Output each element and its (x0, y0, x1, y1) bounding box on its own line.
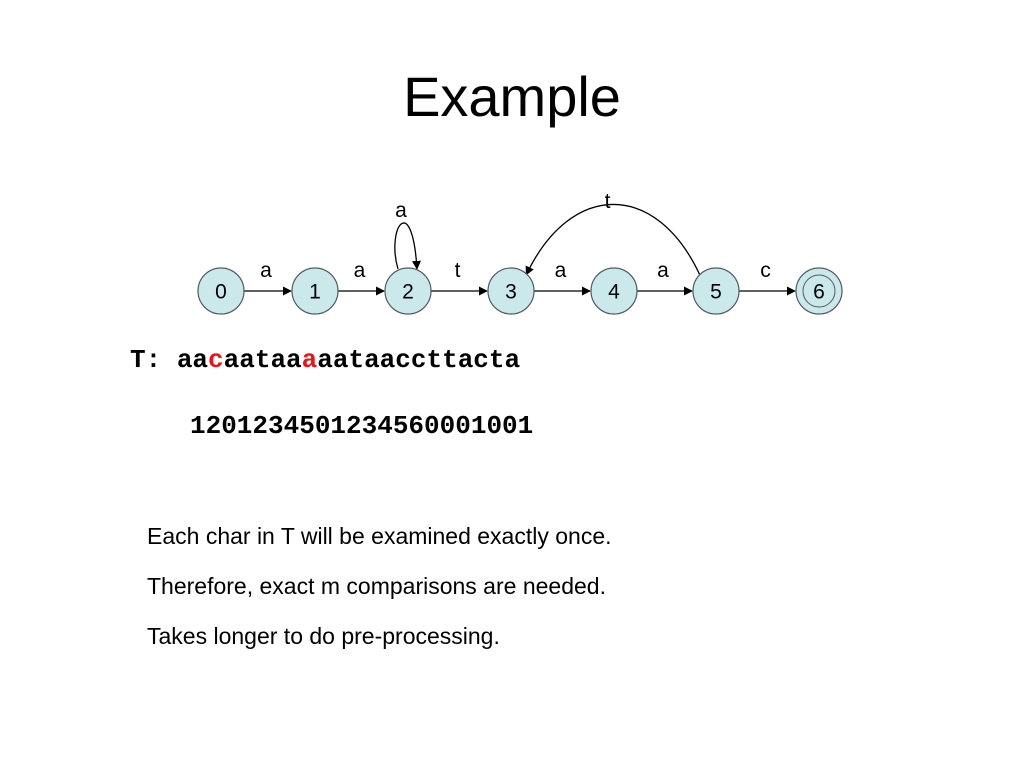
note-item: Therefore, exact m comparisons are neede… (147, 573, 606, 599)
text-segment: aataaccttacta (317, 345, 521, 375)
state-circle (197, 267, 245, 315)
edge-label: c (760, 259, 771, 282)
edge-label: t (455, 259, 461, 282)
edge-5-3 (525, 203, 701, 276)
notes-list: Each char in T will be examined exactly … (147, 519, 612, 669)
state-label: 1 (309, 281, 321, 304)
note-item: Each char in T will be examined exactly … (147, 523, 612, 549)
state-circle (291, 267, 339, 315)
edge-label: a (354, 259, 366, 282)
state-label: 3 (505, 281, 517, 304)
state-node-2: 2 (384, 267, 432, 315)
highlighted-char: c (208, 345, 224, 375)
highlighted-char: a (301, 345, 318, 375)
text-prefix: T: (130, 345, 177, 375)
state-node-4: 4 (590, 267, 638, 315)
state-node-0: 0 (197, 267, 245, 315)
self-loop-label: a (395, 199, 407, 222)
state-label: 5 (710, 281, 722, 304)
edge-label: a (555, 259, 567, 282)
accepting-ring (802, 274, 836, 308)
text-segment: aataa (223, 345, 302, 375)
state-circle (590, 267, 638, 315)
state-label: 6 (813, 281, 825, 304)
state-sequence: 1201234501234560001001 (190, 411, 534, 441)
state-circle (487, 267, 535, 315)
state-node-1: 1 (291, 267, 339, 315)
state-node-5: 5 (692, 267, 740, 315)
state-label: 2 (402, 281, 414, 304)
edge-label: a (260, 259, 272, 282)
text-segment: aa (176, 345, 209, 375)
state-label: 4 (608, 281, 620, 304)
state-node-6: 6 (795, 267, 843, 315)
state-node-3: 3 (487, 267, 535, 315)
state-circle (384, 267, 432, 315)
text-segments: aacaataaaaataaccttacta (177, 345, 520, 375)
text-string: T: aacaataaaaataaccttacta (130, 344, 520, 376)
back-edge-label: t (605, 190, 611, 213)
state-label: 0 (215, 281, 227, 304)
edge-label: a (657, 259, 669, 282)
slide-title: Example (403, 65, 621, 128)
note-item: Takes longer to do pre-processing. (147, 623, 500, 649)
self-loop-2 (394, 222, 421, 270)
state-circle (692, 267, 740, 315)
